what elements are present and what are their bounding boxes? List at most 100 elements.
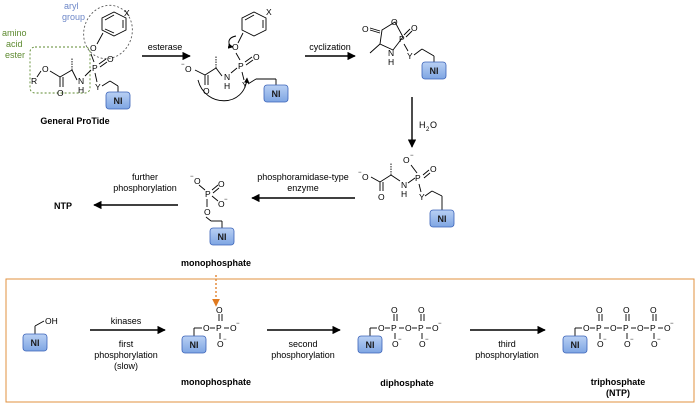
svg-text:second: second xyxy=(288,339,317,349)
svg-text:H: H xyxy=(401,189,407,199)
svg-text:O: O xyxy=(362,172,369,182)
svg-text:O: O xyxy=(392,339,399,349)
svg-text:O: O xyxy=(419,339,426,349)
esterase-step: esterase xyxy=(142,42,191,61)
svg-text:P: P xyxy=(391,323,397,333)
phosphoramidase-step: phosphoramidase-type enzyme xyxy=(251,172,355,203)
svg-text:O: O xyxy=(230,323,237,333)
cyclic-intermediate: O P N H O O Y NI xyxy=(362,17,447,80)
monophosphate-top-label: monophosphate xyxy=(181,258,251,268)
svg-text:phosphorylation: phosphorylation xyxy=(475,350,539,360)
ni-nucleoside-box xyxy=(209,227,235,246)
nucleoside-structure: OH NI xyxy=(22,316,58,352)
svg-text:2: 2 xyxy=(426,127,430,133)
aryl-oxygen: O xyxy=(90,43,97,53)
r-group: R xyxy=(31,76,37,86)
svg-text:O: O xyxy=(253,52,260,62)
amino-acid-ester-label: amino xyxy=(2,28,27,38)
further-phosphorylation-step: further phosphorylation NTP xyxy=(54,172,178,211)
svg-text:N: N xyxy=(224,72,230,82)
svg-text:(slow): (slow) xyxy=(114,361,138,371)
svg-text:NI: NI xyxy=(218,232,227,242)
svg-text:H: H xyxy=(388,57,394,67)
svg-text:O: O xyxy=(405,323,412,333)
svg-text:group: group xyxy=(62,12,85,22)
svg-text:NI: NI xyxy=(114,96,123,106)
ni-nucleoside-box xyxy=(421,61,447,80)
third-phosphorylation-step: third phosphorylation xyxy=(470,325,546,360)
svg-text:enzyme: enzyme xyxy=(287,183,319,193)
monophosphate-bottom-structure: O P O O − O − NI monophosphate xyxy=(181,305,251,387)
svg-text:H: H xyxy=(224,81,230,91)
svg-text:X: X xyxy=(266,7,272,17)
svg-text:OH: OH xyxy=(45,316,58,326)
svg-text:O: O xyxy=(204,207,211,217)
phosphorus-atom: P xyxy=(92,63,98,73)
svg-text:O: O xyxy=(203,86,210,96)
svg-text:O: O xyxy=(664,323,671,333)
svg-text:O: O xyxy=(403,155,410,165)
svg-text:P: P xyxy=(205,189,211,199)
svg-text:kinases: kinases xyxy=(111,316,142,326)
svg-text:O: O xyxy=(185,64,192,74)
svg-text:O: O xyxy=(418,305,425,315)
attack-arrow xyxy=(197,77,250,102)
aminoacyl-phosphoramidate: O O − N H P O − O Y NI xyxy=(358,153,455,228)
cyclization-step: cyclization xyxy=(305,42,356,61)
svg-text:acid: acid xyxy=(6,39,23,49)
monophosphate-top-structure: O − P O O − O NI monophosphate xyxy=(181,174,251,268)
svg-text:O: O xyxy=(596,305,603,315)
svg-text:O: O xyxy=(218,179,225,189)
svg-text:(NTP): (NTP) xyxy=(606,388,630,398)
general-protide-label: General ProTide xyxy=(40,116,109,126)
svg-text:first: first xyxy=(119,339,134,349)
phenyl-ring xyxy=(101,11,127,37)
svg-text:P: P xyxy=(216,323,222,333)
svg-text:H: H xyxy=(78,85,84,95)
svg-text:O: O xyxy=(624,339,631,349)
ntp-label: NTP xyxy=(54,201,72,211)
svg-text:phosphorylation: phosphorylation xyxy=(271,350,335,360)
svg-text:−: − xyxy=(190,174,194,180)
svg-text:P: P xyxy=(650,323,656,333)
svg-text:O: O xyxy=(203,323,210,333)
monophosphate-bottom-label: monophosphate xyxy=(181,377,251,387)
svg-text:−: − xyxy=(410,153,414,159)
svg-text:O: O xyxy=(430,120,437,130)
diphosphate-structure: O P O O − O P O O − O − NI diphosphate xyxy=(357,305,442,388)
svg-text:Y: Y xyxy=(242,80,248,90)
ni-nucleoside-box xyxy=(429,209,455,228)
svg-text:ester: ester xyxy=(5,50,25,60)
svg-text:P: P xyxy=(415,173,421,183)
svg-text:NI: NI xyxy=(31,338,40,348)
svg-text:O: O xyxy=(651,339,658,349)
kinase-pathway-box xyxy=(5,278,695,403)
ni-nucleoside-box xyxy=(357,335,383,354)
svg-text:−: − xyxy=(657,337,661,343)
svg-text:−: − xyxy=(670,321,674,327)
svg-text:cyclization: cyclization xyxy=(309,42,351,52)
diphosphate-label: diphosphate xyxy=(380,378,434,388)
aryl-group-circle xyxy=(83,4,133,60)
svg-text:O: O xyxy=(432,323,439,333)
svg-text:N: N xyxy=(401,180,407,190)
second-phosphorylation-step: second phosphorylation xyxy=(267,325,341,360)
svg-text:−: − xyxy=(224,197,228,203)
svg-text:P: P xyxy=(418,323,424,333)
svg-text:O: O xyxy=(411,23,418,33)
ni-nucleoside-box xyxy=(181,335,207,354)
svg-text:O: O xyxy=(391,305,398,315)
svg-text:P: P xyxy=(623,323,629,333)
svg-text:P: P xyxy=(399,34,405,44)
triphosphate-label: triphosphate xyxy=(591,377,646,387)
svg-text:further: further xyxy=(132,172,158,182)
svg-text:−: − xyxy=(603,337,607,343)
svg-text:O: O xyxy=(42,64,49,74)
svg-text:NI: NI xyxy=(430,66,439,76)
svg-text:−: − xyxy=(236,321,240,327)
svg-text:O: O xyxy=(194,176,201,186)
svg-text:H: H xyxy=(419,120,426,130)
svg-text:O: O xyxy=(232,42,239,52)
ni-nucleoside-box xyxy=(562,335,588,354)
svg-text:−: − xyxy=(181,62,185,68)
